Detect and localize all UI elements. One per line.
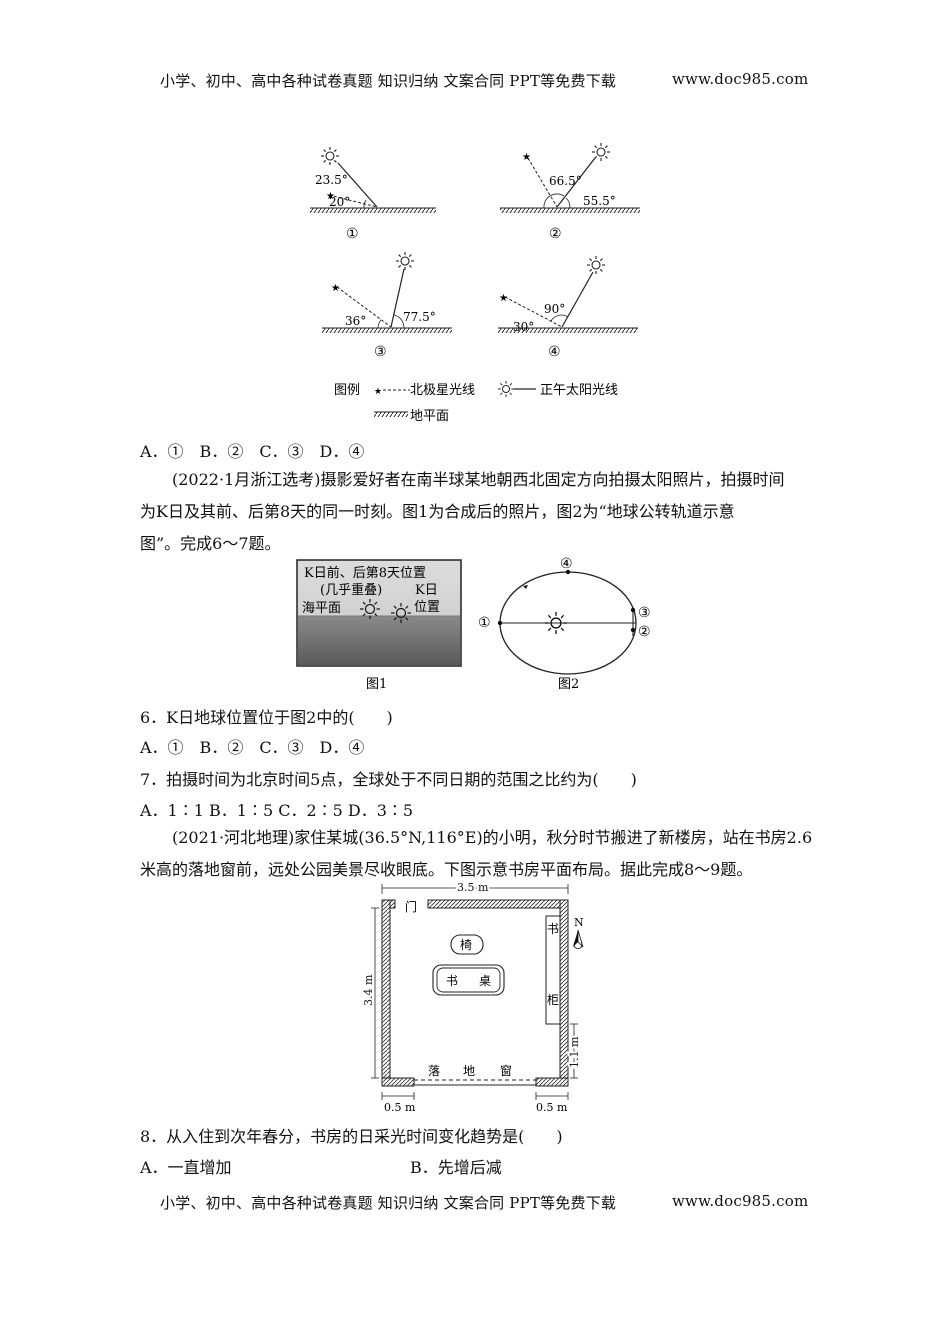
dimension-label: 0.5 m — [536, 1101, 568, 1114]
dimension-label: 0.5 m — [384, 1101, 416, 1114]
orbit-position: ③ — [638, 605, 651, 621]
orbit-position: ② — [638, 624, 651, 640]
intro-line: 为K日及其前、后第8天的同一时刻。图1为合成后的照片，图2为“地球公转轨道示意 — [140, 502, 735, 521]
intro-line: (2021·河北地理)家住某城(36.5°N,116°E)的小明，秋分时节搬进了… — [172, 828, 813, 847]
dimension-label: 3.5 m — [457, 882, 489, 894]
legend: 图例 ★ 北极星光线 正午太阳光线 地平面 — [334, 381, 618, 424]
figure-caption: 图2 — [558, 677, 579, 692]
star-icon: ★ — [499, 293, 508, 304]
dimension-label: 1.1 m — [568, 1036, 581, 1068]
panel-3: ★ 36° 77.5° ③ — [322, 252, 452, 360]
window-label: 地 — [463, 1064, 475, 1078]
angle-label: 20° — [329, 195, 350, 209]
bookcase-label: 书 — [547, 922, 559, 936]
footer-url: www.doc985.com — [672, 1192, 809, 1210]
intro-line: 图”。完成6～7题。 — [140, 534, 281, 553]
desk-label: 桌 — [479, 974, 491, 988]
q7-stem: 7．拍摄时间为北京时间5点，全球处于不同日期的范围之比约为( ) — [140, 770, 637, 789]
desk-label: 书 — [446, 974, 458, 988]
angle-label: 36° — [345, 314, 366, 328]
q6-options: A．① B．② C．③ D．④ — [140, 738, 365, 757]
header-text: 小学、初中、高中各种试卷真题 知识归纳 文案合同 PPT等免费下载 — [160, 72, 617, 90]
angle-label: 77.5° — [403, 310, 436, 324]
angle-label: 23.5° — [315, 173, 348, 187]
orbit-diagram: ① ② ③ ④ 图2 — [478, 556, 651, 692]
panel-1: ★ 23.5° 20° ① — [310, 147, 436, 242]
q5-options: A．① B．② C．③ D．④ — [140, 442, 365, 461]
panel-4: ★ 90° 30° ④ — [498, 256, 638, 360]
floor-plan: 3.5 m 门 落 地 窗 书 柜 椅 书 桌 N 3.4 m 1.1 m 0.… — [360, 882, 584, 1114]
star-icon: ★ — [331, 283, 340, 294]
chair-label: 椅 — [460, 938, 472, 952]
sun-icon — [396, 252, 414, 270]
sun-icon — [321, 147, 339, 165]
panel-2: ★ 66.5° 55.5° ② — [500, 143, 640, 242]
star-icon: ★ — [522, 152, 531, 163]
photo-label: 位置 — [414, 600, 440, 615]
panel-number: ④ — [548, 344, 561, 360]
intro-line: (2022·1月浙江选考)摄影爱好者在南半球某地朝西北固定方向拍摄太阳照片，拍摄… — [172, 470, 785, 489]
panel-number: ② — [549, 226, 562, 242]
sun-icon — [498, 381, 514, 397]
intro-line: 米高的落地窗前，远处公园美景尽收眼底。下图示意书房平面布局。据此完成8～9题。 — [140, 860, 753, 879]
panel-number: ③ — [374, 344, 387, 360]
star-icon: ★ — [374, 387, 382, 397]
intro-8-9: (2021·河北地理)家住某城(36.5°N,116°E)的小明，秋分时节搬进了… — [140, 822, 820, 886]
header-url: www.doc985.com — [672, 70, 809, 88]
bookcase-label: 柜 — [547, 993, 559, 1007]
q8-option-b: B．先增后减 — [410, 1158, 502, 1177]
north-label: N — [574, 916, 584, 929]
legend-ground: 地平面 — [410, 409, 449, 424]
photo-label: K日 — [415, 583, 438, 598]
q7-options: A．1∶1 B．1∶5 C．2∶5 D．3∶5 — [140, 801, 414, 820]
intro-6-7: (2022·1月浙江选考)摄影爱好者在南半球某地朝西北固定方向拍摄太阳照片，拍摄… — [140, 464, 820, 560]
door-label: 门 — [405, 899, 417, 914]
angle-label: 66.5° — [549, 174, 582, 188]
q6-stem: 6．K日地球位置位于图2中的( ) — [140, 708, 393, 727]
orbit-position: ④ — [560, 556, 573, 572]
q8-option-a: A．一直增加 — [140, 1158, 232, 1177]
legend-sun: 正午太阳光线 — [540, 383, 618, 398]
q8-stem: 8．从入住到次年春分，书房的日采光时间变化趋势是( ) — [140, 1127, 563, 1146]
angle-label: 55.5° — [583, 194, 616, 208]
window-label: 窗 — [500, 1064, 512, 1078]
legend-title: 图例 — [334, 383, 360, 398]
photo-label: K日前、后第8天位置 — [304, 565, 426, 581]
dimension-label: 3.4 m — [362, 974, 375, 1006]
footer-text: 小学、初中、高中各种试卷真题 知识归纳 文案合同 PPT等免费下载 — [160, 1194, 617, 1212]
photo-label: (几乎重叠) — [320, 582, 382, 598]
orbit-position: ① — [478, 615, 491, 631]
panel-number: ① — [346, 226, 359, 242]
orbit-figure: K日前、后第8天位置 (几乎重叠) K日 海平面 位置 图1 ① ② ③ ④ 图… — [296, 556, 651, 692]
figure-caption: 图1 — [366, 677, 387, 692]
window-label: 落 — [428, 1064, 440, 1078]
angle-label: 90° — [544, 302, 565, 316]
legend-polaris: 北极星光线 — [410, 383, 475, 398]
star-icon: ★ — [326, 191, 335, 202]
solar-angle-figure: ★ 23.5° 20° ① ★ 66.5° 55.5° ② ★ 36° 77.5… — [310, 143, 640, 424]
angle-label: 30° — [513, 320, 534, 334]
photo-label: 海平面 — [302, 601, 341, 616]
sun-icon — [587, 256, 605, 274]
photo-figure: K日前、后第8天位置 (几乎重叠) K日 海平面 位置 图1 — [296, 559, 462, 692]
